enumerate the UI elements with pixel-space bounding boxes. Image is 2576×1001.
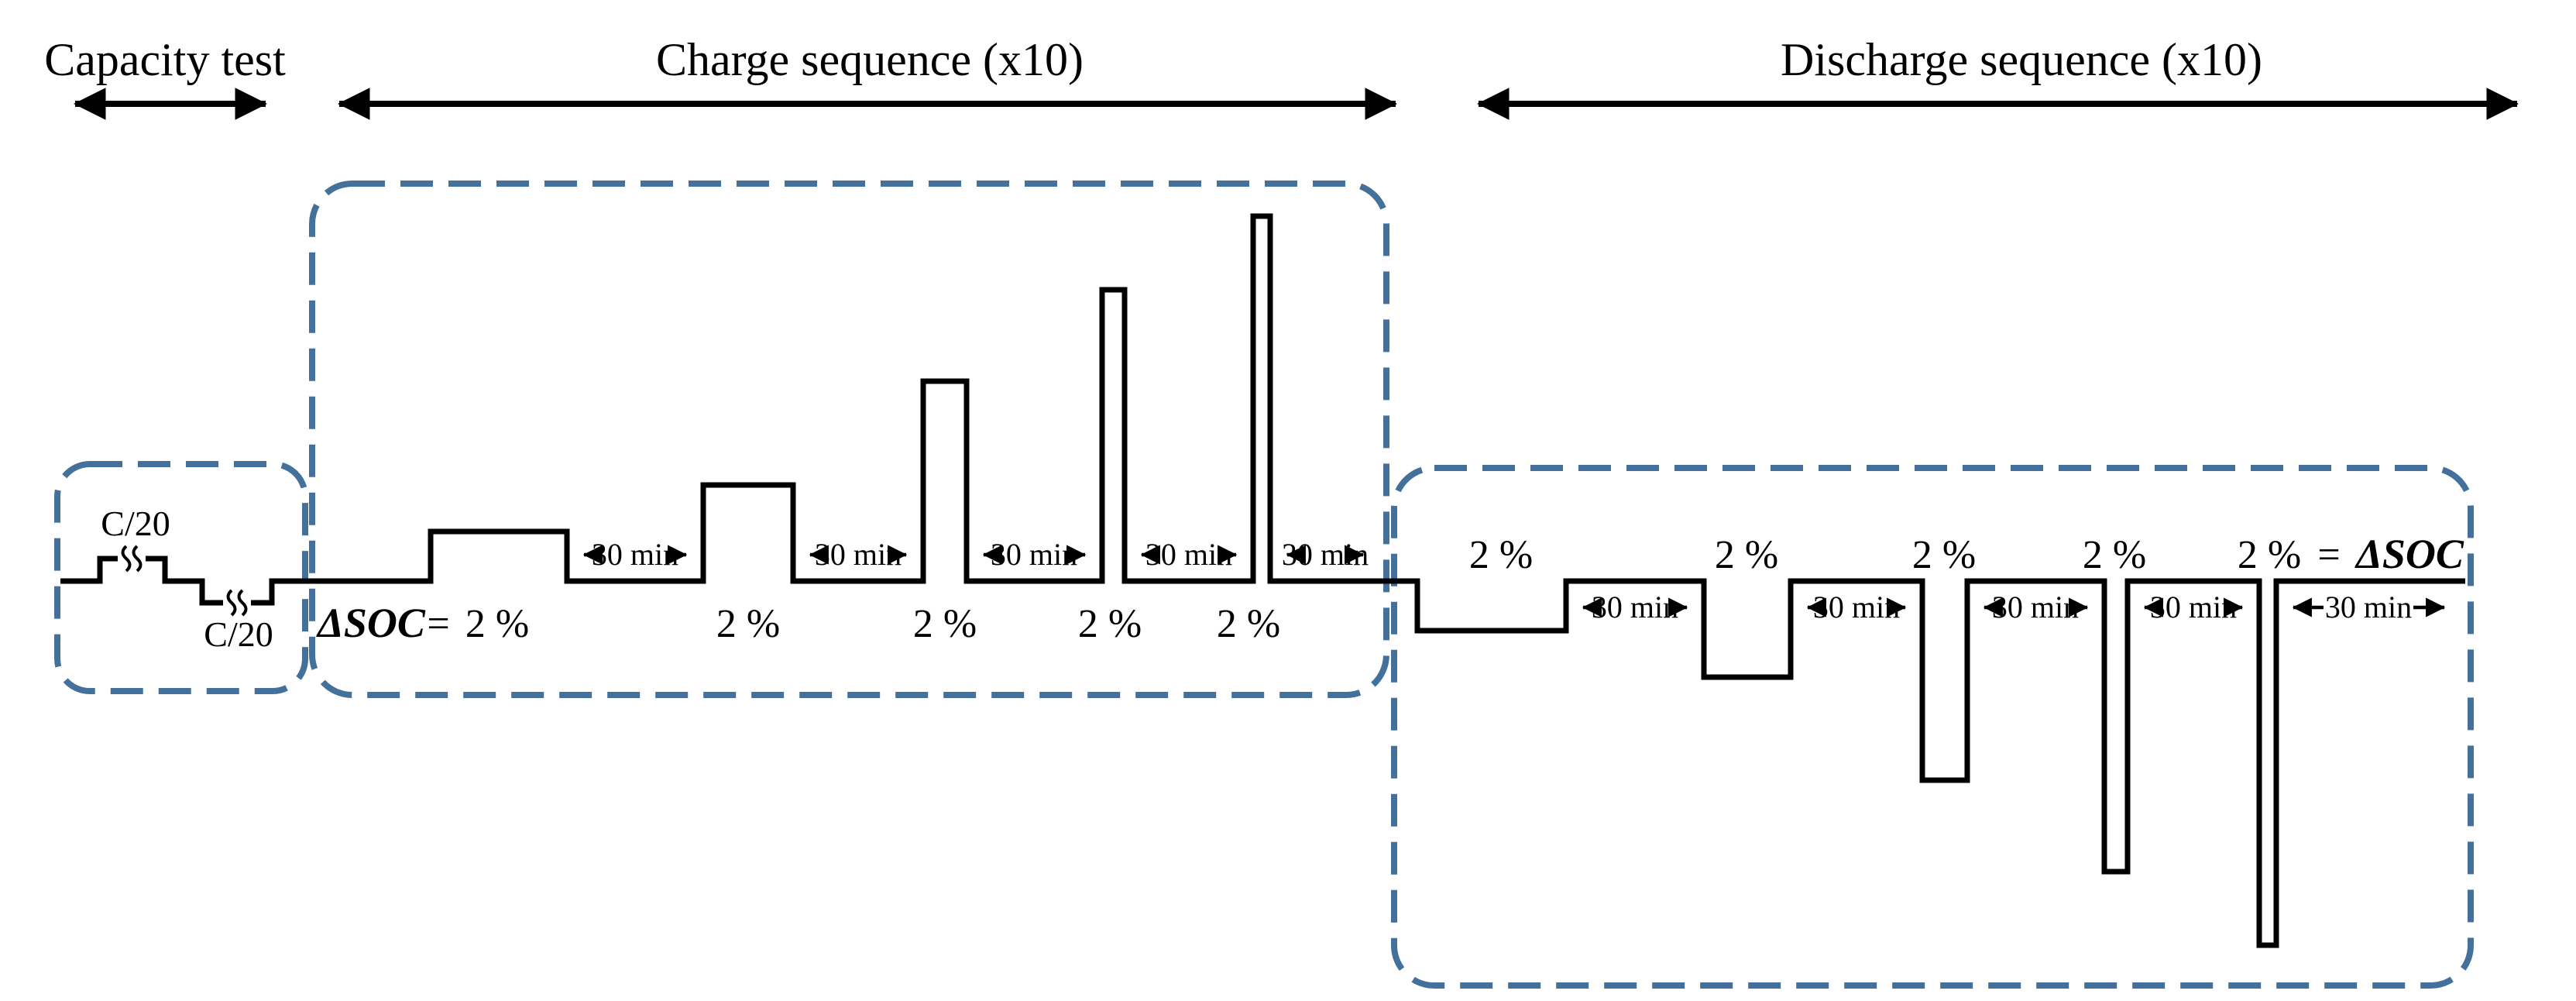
rest-duration-label: 30 min [2150,590,2237,624]
soc-step-label: 2 % [1078,602,1142,646]
charge-rest-arrow: 30 min [809,537,908,572]
soc-step-label: 2 % [2238,533,2301,577]
soc-step-label: 2 % [716,602,780,646]
soc-step-label: 2 % [465,602,529,646]
squiggle-icon [132,545,143,573]
discharge-sequence-box [1391,465,2474,989]
squiggle-icon [121,545,132,573]
rest-duration-label: 30 min [1145,537,1232,572]
soc-step-label: 2 % [1469,533,1533,577]
rest-duration-label: 30 min [1813,590,1900,624]
squiggle-icon [237,589,248,617]
charge-equals-sign: = [427,602,449,646]
soc-step-label: 2 % [1715,533,1778,577]
discharge-rest-arrow: 30 min [1806,590,1907,624]
soc-step-label: 2 % [1217,602,1280,646]
charge-rest-arrow: 30 min [1140,537,1238,572]
squiggle-icon [226,589,237,617]
discharge-rest-arrow: 30 min [2292,590,2446,624]
charge-rest-arrow: 30 min [582,537,688,572]
charge-rest-arrow: 30 min [982,537,1087,572]
rest-duration-label: 30 min [592,537,678,572]
current-profile-waveform [60,213,2465,948]
discharge-delta-soc-label: ΔSOC [2354,531,2464,577]
rest-duration-label: 30 min [2325,590,2412,624]
discharge-rest-arrow: 30 min [2143,590,2244,624]
capacity-test-box [54,461,308,694]
capacity-discharge-break-mark [223,589,251,617]
capacity-discharge-rate-label: C/20 [204,614,273,654]
soc-step-label: 2 % [1912,533,1976,577]
soc-step-label: 2 % [2083,533,2146,577]
rest-duration-label: 30 min [1282,537,1369,572]
capacity-charge-rate-label: C/20 [101,504,170,543]
capacity-charge-break-mark [118,545,146,573]
charge-sequence-box [309,181,1389,698]
capacity-test-title: Capacity test [44,34,286,85]
rest-duration-label: 30 min [991,537,1077,572]
soc-step-label: 2 % [913,602,977,646]
rest-duration-label: 30 min [815,537,902,572]
discharge-sequence-title: Discharge sequence (x10) [1781,34,2262,85]
charge-delta-soc-label: ΔSOC [316,600,426,646]
discharge-rest-arrow: 30 min [1983,590,2089,624]
rest-duration-label: 30 min [1992,590,2079,624]
discharge-equals-sign: = [2317,533,2340,577]
discharge-rest-arrow: 30 min [1582,590,1688,624]
charge-sequence-title: Charge sequence (x10) [656,34,1084,85]
rest-duration-label: 30 min [1592,590,1678,624]
charge-rest-arrow: 30 min [1282,537,1369,572]
